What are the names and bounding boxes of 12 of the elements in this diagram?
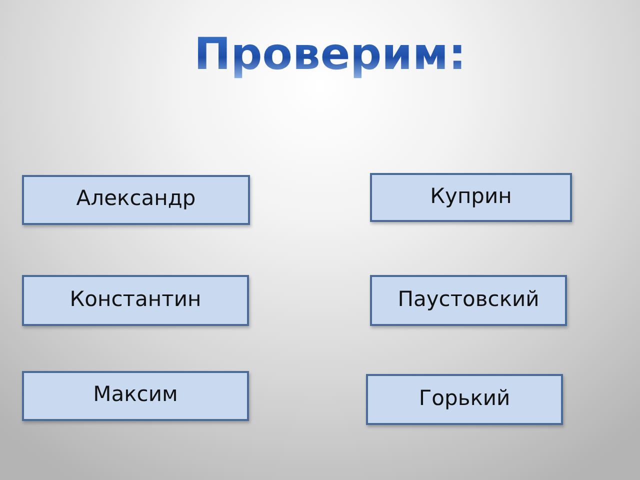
- name-text: Александр: [76, 186, 196, 210]
- name-box: [370, 275, 567, 326]
- name-text: Горький: [418, 386, 510, 410]
- name-box: [22, 275, 249, 326]
- name-text: Паустовский: [398, 286, 540, 310]
- name-text: Максим: [93, 382, 178, 406]
- name-box: [22, 371, 249, 421]
- name-text: Куприн: [430, 184, 512, 208]
- name-box: [22, 175, 250, 225]
- name-box: [366, 374, 563, 425]
- name-box: [370, 173, 572, 222]
- name-text: Константин: [70, 286, 202, 310]
